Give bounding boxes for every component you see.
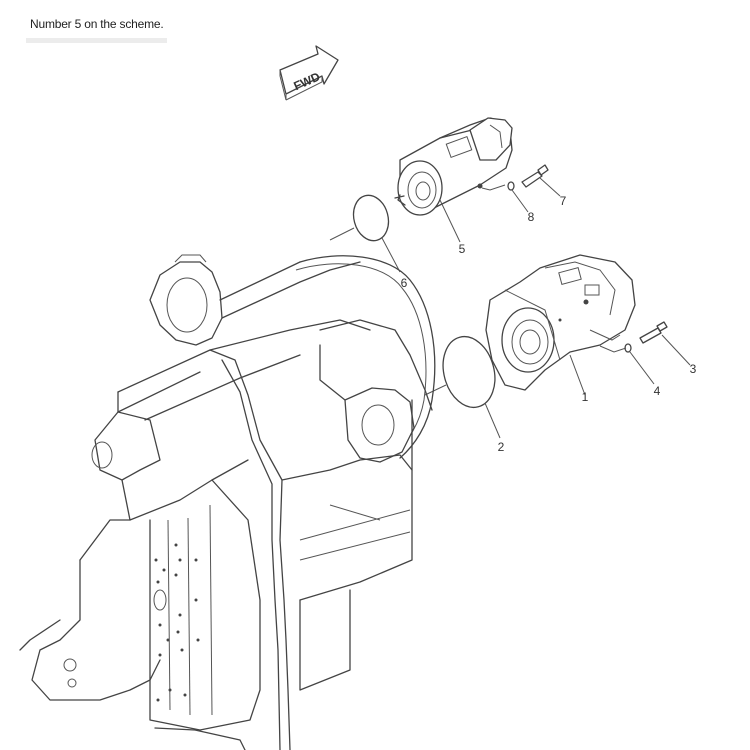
- callout-3: 3: [689, 362, 697, 376]
- washer-8-icon: [507, 181, 515, 191]
- callout-2: 2: [497, 440, 505, 454]
- o-ring-6-icon: [352, 194, 390, 242]
- bolt-7-icon: [521, 164, 549, 188]
- o-ring-2-icon: [442, 335, 496, 409]
- callout-4: 4: [653, 384, 661, 398]
- pump-item-5: [394, 117, 513, 216]
- pump-item-1: [485, 254, 636, 391]
- callout-8: 8: [527, 210, 535, 224]
- bolt-3-icon: [639, 321, 668, 344]
- scheme-caption: Number 5 on the scheme.: [26, 10, 168, 43]
- callout-6: 6: [400, 276, 408, 290]
- fwd-arrow-icon: FWD: [279, 45, 339, 101]
- callout-5: 5: [458, 242, 466, 256]
- callout-1: 1: [581, 390, 589, 404]
- callout-7: 7: [559, 194, 567, 208]
- transmission-housing: [19, 254, 436, 750]
